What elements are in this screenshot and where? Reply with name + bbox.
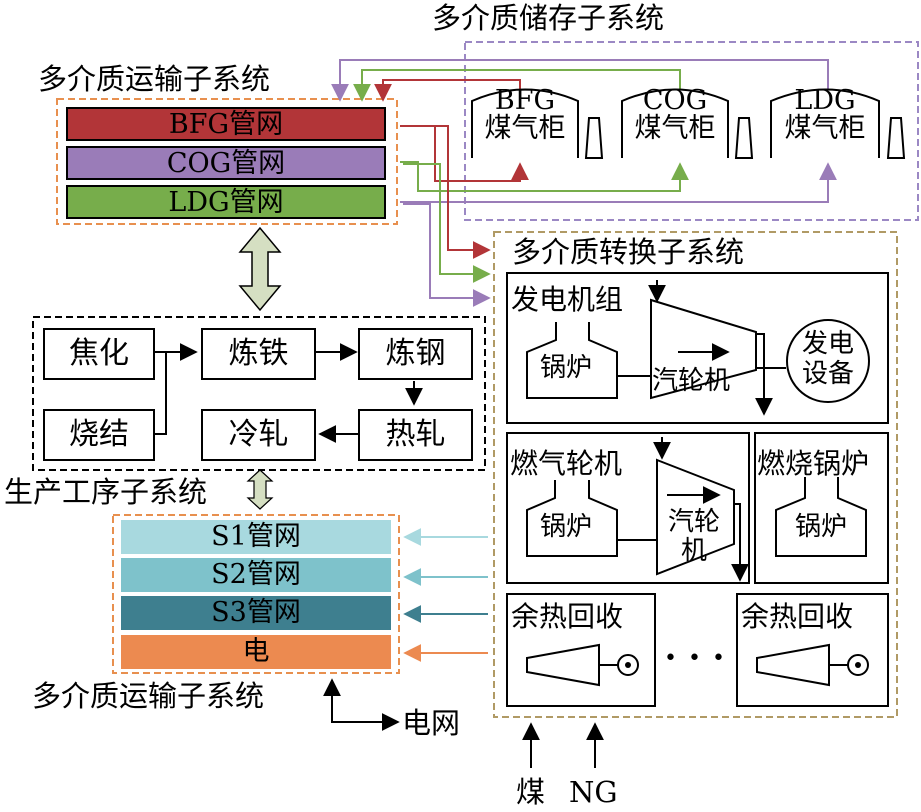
gt-turbine-label: 汽轮 机	[664, 508, 724, 565]
transport-bottom-title: 多介质运输子系统	[32, 679, 265, 713]
waste-heat-box-1	[506, 593, 656, 707]
elec-grid-line	[331, 713, 400, 731]
ironmaking-box: 炼铁	[201, 328, 316, 380]
s3-pipe: S3管网	[121, 596, 391, 630]
cog-to-tank-line	[400, 161, 689, 192]
transport-top-title: 多介质运输子系统	[38, 62, 271, 96]
double-arrow-top	[238, 226, 282, 312]
sintering-box: 烧结	[43, 409, 155, 461]
cog-pipe: COG管网	[66, 146, 386, 180]
storage-subsystem-border	[464, 41, 919, 221]
ldg-tank-name: LDG	[794, 85, 856, 116]
fb-boiler-label: 锅炉	[795, 512, 848, 542]
generator-circle	[786, 319, 870, 403]
coking-box: 焦化	[43, 328, 155, 380]
generator-label-line2: 设备	[801, 358, 854, 389]
sinter-to-iron-line	[155, 352, 167, 435]
bfg-tank-shape	[471, 88, 579, 158]
gen-boiler-label: 锅炉	[540, 353, 593, 383]
gt-boiler-label: 锅炉	[540, 512, 593, 542]
ldg-tank-shape	[770, 88, 880, 158]
production-title: 生产工序子系统	[4, 475, 208, 509]
ldg-pipe: LDG管网	[66, 185, 386, 219]
bfg-return-line	[374, 79, 521, 102]
gas-turbine-box	[506, 432, 750, 584]
waste-heat-ellipsis: • • •	[664, 646, 727, 671]
bfg-tank-label: 煤气柜	[484, 113, 566, 145]
generator-set-title: 发电机组	[511, 283, 624, 316]
gen-turbine-label: 汽轮机	[652, 366, 731, 396]
coal-label: 煤	[516, 775, 546, 809]
ldg-tank-icon	[886, 117, 906, 159]
bfg-tank: BFG 煤气柜	[472, 85, 578, 145]
gas-turbine-title: 燃气轮机	[510, 447, 623, 480]
gt-turbine-label-line2: 机	[680, 535, 707, 566]
ldg-tank: LDG 煤气柜	[771, 85, 879, 145]
fb-boiler-shape	[775, 477, 867, 557]
cold-rolling-box: 冷轧	[201, 409, 316, 461]
ldg-tank-label: 煤气柜	[784, 113, 866, 145]
double-arrow-mid	[246, 469, 274, 510]
hot-rolling-box: 热轧	[358, 409, 473, 461]
storage-title: 多介质储存子系统	[432, 1, 665, 35]
gen-steam-out-arrow	[755, 333, 773, 416]
wh-turbine-2	[756, 643, 830, 687]
fired-boiler-box	[754, 432, 889, 584]
cog-tank-label: 煤气柜	[634, 113, 716, 145]
cog-to-conversion-line	[403, 163, 491, 283]
bfg-pipe: BFG管网	[66, 107, 386, 141]
cog-tank-name: COG	[642, 85, 708, 116]
production-border	[32, 316, 486, 471]
generator-set-box	[506, 272, 889, 424]
generator-label: 发电 设备	[790, 329, 866, 390]
cog-tank-icon	[734, 117, 754, 159]
waste-heat-title-2: 余热回收	[741, 600, 854, 633]
bfg-to-conversion-line	[403, 125, 491, 259]
bfg-tank-name: BFG	[494, 85, 556, 116]
waste-heat-box-2	[736, 593, 889, 707]
ldg-return-line	[331, 59, 829, 102]
ng-label: NG	[569, 775, 618, 809]
waste-heat-title-1: 余热回收	[511, 600, 624, 633]
s2-pipe: S2管网	[121, 558, 391, 592]
bfg-tank-icon	[584, 117, 604, 159]
conversion-title: 多介质转换子系统	[512, 235, 745, 269]
gt-turbine-label-line1: 汽轮	[667, 507, 720, 537]
generator-label-line1: 发电	[801, 329, 854, 359]
fired-boiler-title: 燃烧锅炉	[757, 447, 870, 480]
transport-bottom-border	[112, 514, 400, 674]
cog-return-line	[353, 69, 681, 102]
cog-tank-shape	[621, 88, 729, 158]
gen-boiler-shape	[526, 322, 618, 399]
ldg-to-conversion-line	[403, 203, 491, 307]
gt-boiler-shape	[526, 480, 618, 557]
transport-top-border	[56, 98, 398, 225]
wh-turbine-1	[526, 643, 600, 687]
ldg-to-tank-line	[400, 162, 837, 203]
grid-label: 电网	[402, 706, 461, 740]
electricity-pipe: 电	[121, 635, 391, 669]
s1-pipe: S1管网	[121, 520, 391, 554]
cog-tank: COG 煤气柜	[622, 85, 728, 145]
steelmaking-box: 炼钢	[358, 328, 473, 380]
gen-turbine-shape	[650, 298, 757, 400]
gt-steam-out-arrow	[731, 503, 749, 582]
conversion-border	[493, 231, 898, 718]
